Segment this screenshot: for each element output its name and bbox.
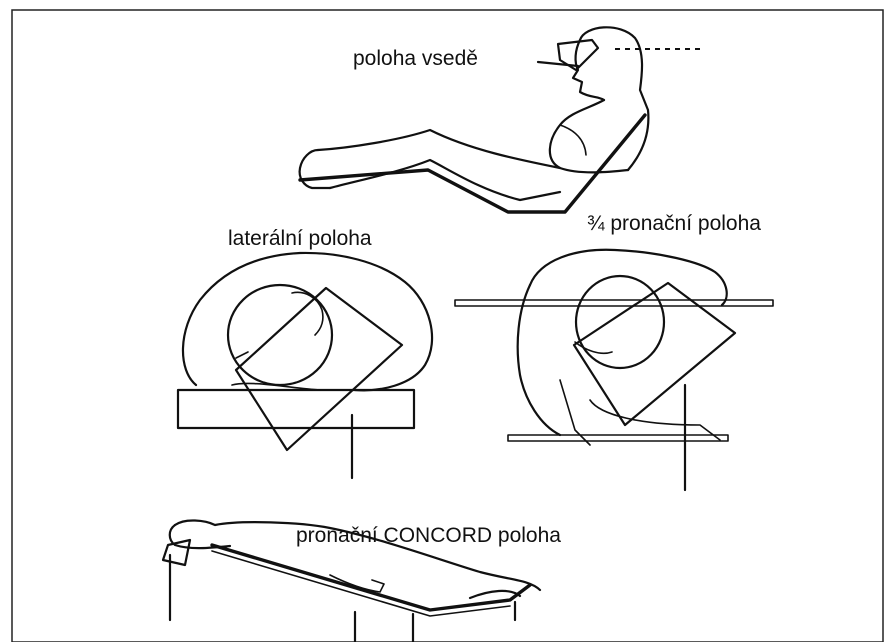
label-sitting-position: poloha vsedě bbox=[353, 47, 478, 70]
label-prone-concord: pronační CONCORD poloha bbox=[296, 524, 561, 547]
label-lateral-position: laterální poloha bbox=[228, 227, 372, 250]
figure-border bbox=[12, 10, 883, 642]
label-three-quarter-prone: ¾ pronační poloha bbox=[587, 212, 761, 235]
